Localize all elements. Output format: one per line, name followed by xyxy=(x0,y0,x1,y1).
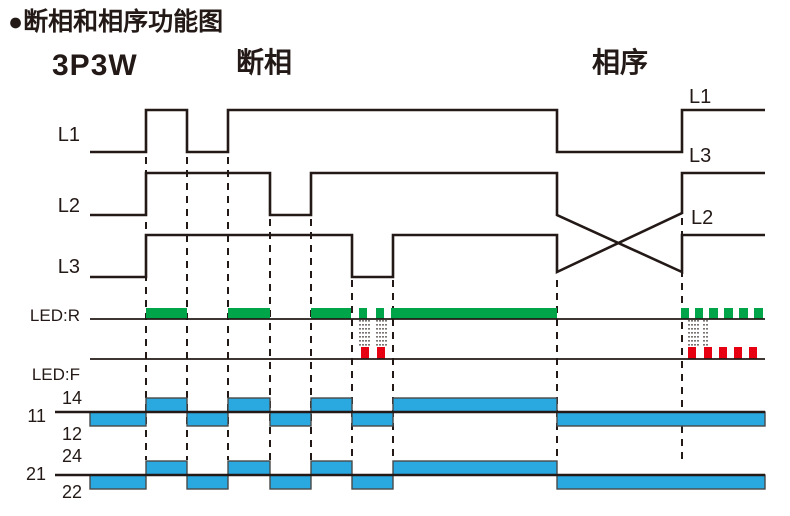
led-r-row-block xyxy=(391,308,557,319)
end-label-l1: L1 xyxy=(689,86,711,108)
led-f-row-block xyxy=(749,347,757,359)
contact-row-21-block xyxy=(186,474,229,490)
led-f-row-block xyxy=(377,347,385,359)
contact-row-11-block xyxy=(310,397,353,413)
end-label-l2: L2 xyxy=(691,207,713,229)
contact-row-11-block xyxy=(89,411,147,427)
led-f-row-block xyxy=(734,347,742,359)
led-f-row-block xyxy=(719,347,727,359)
led-r-row-block xyxy=(709,308,718,319)
label-led-r: LED:R xyxy=(30,306,80,325)
system-label: 3P3W xyxy=(52,49,138,82)
contact-row-21-block xyxy=(556,474,766,490)
label-no-14: 14 xyxy=(62,388,82,408)
label-l3: L3 xyxy=(58,256,80,278)
led-r-row-block xyxy=(681,308,689,319)
contact-row-11-block xyxy=(145,397,188,413)
led-f-row-block xyxy=(361,347,369,359)
label-no-24: 24 xyxy=(62,446,82,466)
led-r-row-block xyxy=(724,308,733,319)
led-r-row-block xyxy=(311,308,351,319)
label-l2: L2 xyxy=(58,195,80,217)
waveform-l3 xyxy=(90,171,765,279)
led-f-row-block xyxy=(704,347,712,359)
contact-row-21-block xyxy=(89,474,147,490)
label-led-f: LED:F xyxy=(32,365,80,384)
led-r-row-block xyxy=(359,308,367,319)
led-r-row-block xyxy=(228,308,270,319)
page-title: ●断相和相序功能图 xyxy=(8,7,223,36)
label-nc-12: 12 xyxy=(62,424,82,444)
contact-row-11-block xyxy=(351,411,394,427)
end-label-l3: L3 xyxy=(689,145,711,167)
contact-row-21-block xyxy=(227,460,271,476)
label-com-21: 21 xyxy=(26,464,46,484)
waveform-l1 xyxy=(90,108,765,154)
label-l1: L1 xyxy=(58,124,80,146)
label-nc-22: 22 xyxy=(62,482,82,502)
label-com-11: 11 xyxy=(27,406,46,426)
contact-row-11-block xyxy=(556,411,766,427)
led-r-row-block xyxy=(376,308,384,319)
section-phase-sequence-label: 相序 xyxy=(592,46,648,78)
led-r-row-block xyxy=(754,308,763,319)
led-f-row-block xyxy=(688,347,696,359)
contact-row-21-block xyxy=(392,460,558,476)
led-r-row-block xyxy=(695,308,703,319)
contact-row-11-block xyxy=(392,397,558,413)
contact-row-11-block xyxy=(186,411,229,427)
waveform-l2 xyxy=(90,171,765,275)
contact-row-21-block xyxy=(310,460,353,476)
contact-row-21-block xyxy=(351,474,394,490)
section-phase-loss-label: 断相 xyxy=(236,46,292,78)
contact-row-11-block xyxy=(227,397,271,413)
contact-row-21-block xyxy=(269,474,312,490)
led-r-row-block xyxy=(739,308,748,319)
led-r-row-block xyxy=(146,308,187,319)
contact-row-11-block xyxy=(269,411,312,427)
contact-row-21-block xyxy=(145,460,188,476)
